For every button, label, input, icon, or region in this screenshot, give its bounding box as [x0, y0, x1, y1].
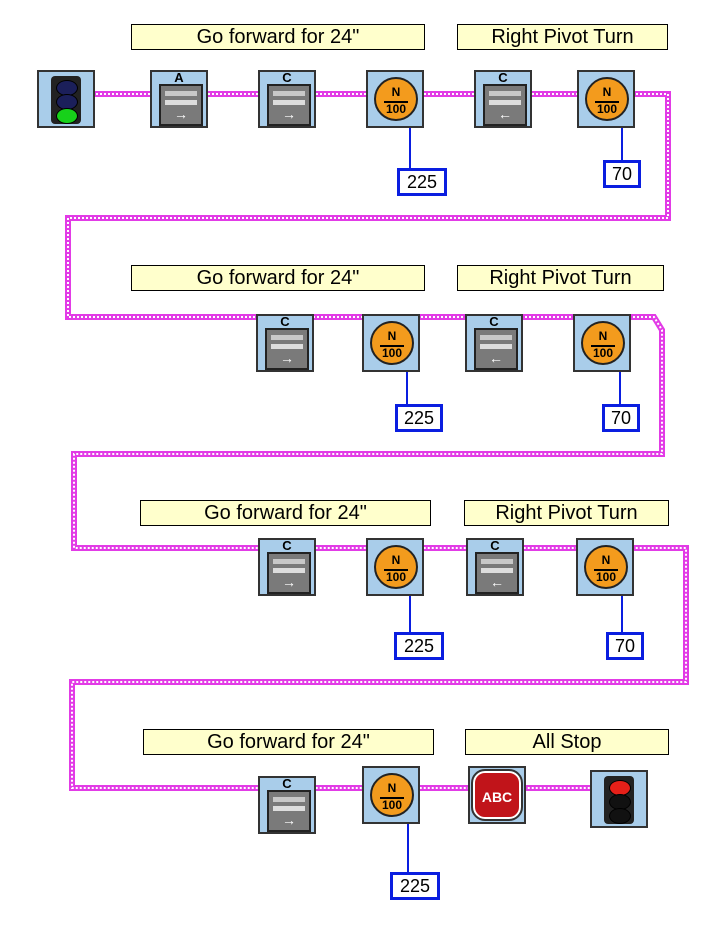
stop-sign-icon: ABC [471, 769, 523, 821]
reverse-arrow-icon: ← [490, 574, 504, 590]
motor-icon: → [265, 328, 309, 370]
timer-block[interactable]: N 100 [362, 766, 420, 824]
comment-all-stop[interactable]: All Stop [465, 729, 669, 755]
motor-icon: ← [474, 328, 518, 370]
timer-icon: N 100 [584, 545, 628, 589]
motor-icon: ← [483, 84, 527, 126]
timer-block[interactable]: N 100 [362, 314, 420, 372]
motor-icon: → [267, 552, 311, 594]
motor-icon: → [159, 84, 203, 126]
forward-arrow-icon: → [282, 812, 296, 828]
timer-block[interactable]: N 100 [366, 70, 424, 128]
begin-traffic-light[interactable] [37, 70, 95, 128]
timer-block[interactable]: N 100 [366, 538, 424, 596]
traffic-light-icon [51, 76, 81, 124]
comment-go-forward[interactable]: Go forward for 24" [143, 729, 434, 755]
timer-value[interactable]: 225 [394, 632, 444, 660]
timer-icon: N 100 [370, 321, 414, 365]
comment-right-pivot-turn[interactable]: Right Pivot Turn [457, 24, 668, 50]
motor-block-a[interactable]: A → [150, 70, 208, 128]
motor-block-c[interactable]: C → [258, 538, 316, 596]
timer-icon: N 100 [374, 545, 418, 589]
reverse-arrow-icon: ← [489, 350, 503, 366]
reverse-arrow-icon: ← [498, 106, 512, 122]
timer-value[interactable]: 225 [397, 168, 447, 196]
motor-icon: → [267, 84, 311, 126]
motor-block-c[interactable]: C → [258, 776, 316, 834]
traffic-light-icon [604, 776, 634, 824]
program-wire [65, 91, 689, 791]
forward-arrow-icon: → [280, 350, 294, 366]
comment-right-pivot-turn[interactable]: Right Pivot Turn [464, 500, 669, 526]
timer-value[interactable]: 70 [606, 632, 644, 660]
motor-icon: ← [475, 552, 519, 594]
timer-icon: N 100 [581, 321, 625, 365]
forward-arrow-icon: → [174, 106, 188, 122]
timer-value[interactable]: 70 [602, 404, 640, 432]
motor-icon: → [267, 790, 311, 832]
timer-block[interactable]: N 100 [573, 314, 631, 372]
wire-dots [67, 93, 687, 789]
motor-block-c[interactable]: C ← [466, 538, 524, 596]
motor-block-c[interactable]: C → [258, 70, 316, 128]
comment-right-pivot-turn[interactable]: Right Pivot Turn [457, 265, 664, 291]
forward-arrow-icon: → [282, 574, 296, 590]
timer-icon: N 100 [374, 77, 418, 121]
comment-go-forward[interactable]: Go forward for 24" [131, 265, 425, 291]
motor-block-c[interactable]: C → [256, 314, 314, 372]
comment-go-forward[interactable]: Go forward for 24" [140, 500, 431, 526]
timer-block[interactable]: N 100 [577, 70, 635, 128]
timer-block[interactable]: N 100 [576, 538, 634, 596]
timer-value[interactable]: 225 [395, 404, 443, 432]
comment-go-forward[interactable]: Go forward for 24" [131, 24, 425, 50]
all-stop-block[interactable]: ABC [468, 766, 526, 824]
timer-value[interactable]: 225 [390, 872, 440, 900]
timer-value[interactable]: 70 [603, 160, 641, 188]
motor-block-c[interactable]: C ← [465, 314, 523, 372]
end-traffic-light[interactable] [590, 770, 648, 828]
timer-icon: N 100 [370, 773, 414, 817]
timer-icon: N 100 [585, 77, 629, 121]
motor-block-c[interactable]: C ← [474, 70, 532, 128]
forward-arrow-icon: → [282, 106, 296, 122]
